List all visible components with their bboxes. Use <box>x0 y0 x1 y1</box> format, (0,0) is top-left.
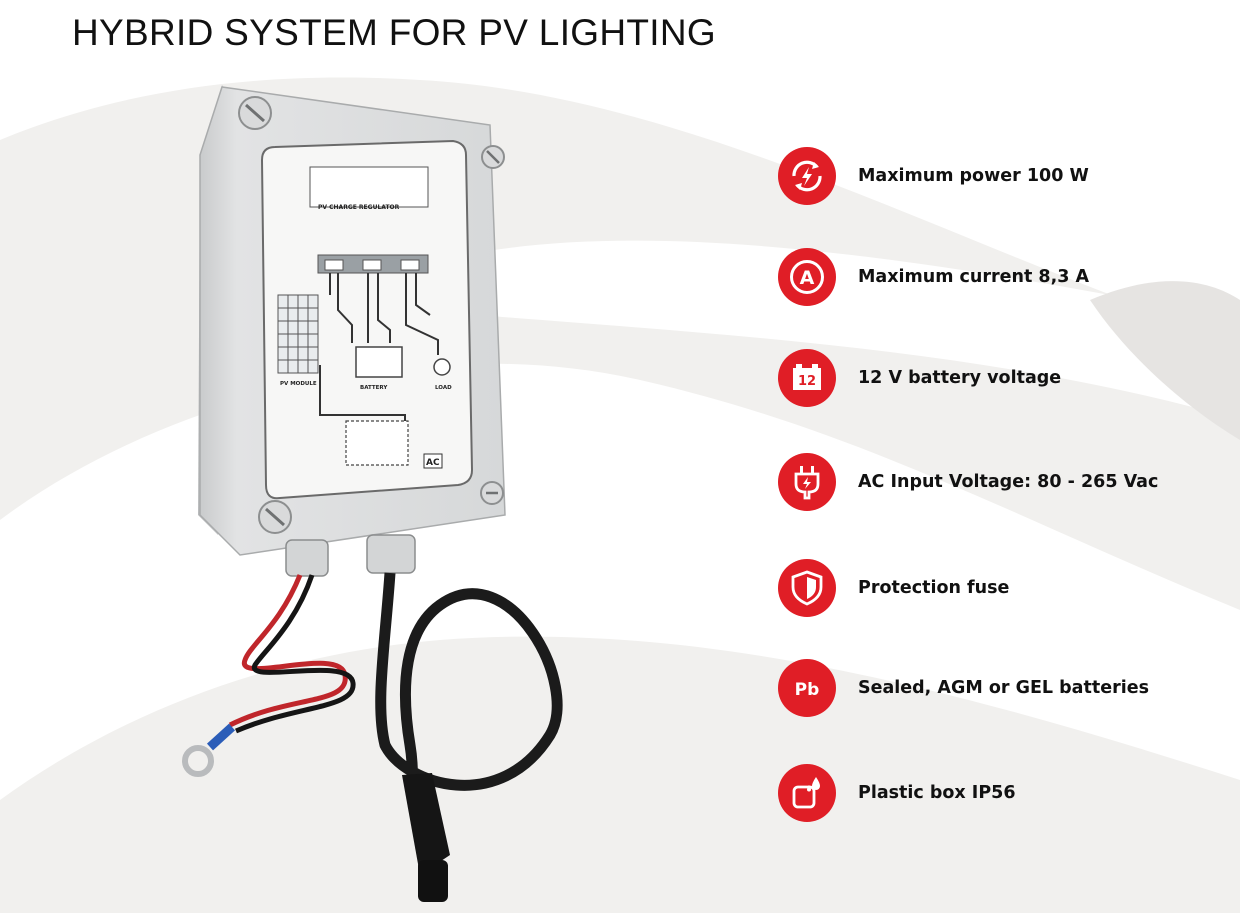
current-a-text: A <box>800 267 815 289</box>
feature-label: Maximum current 8,3 A <box>858 267 1090 287</box>
feature-label: Sealed, AGM or GEL batteries <box>858 678 1149 698</box>
page-title: HYBRID SYSTEM FOR PV LIGHTING <box>72 12 716 53</box>
feature-max-power: Maximum power 100 W <box>778 145 1218 207</box>
feature-protection-fuse: Protection fuse <box>778 557 1218 619</box>
feature-label: 12 V battery voltage <box>858 368 1062 388</box>
load-label: LOAD <box>435 385 452 391</box>
battery-icon: 12 <box>778 349 836 407</box>
feature-label: AC Input Voltage: 80 - 265 Vac <box>858 472 1159 492</box>
feature-battery-voltage: 12 12 V battery voltage <box>778 347 1218 409</box>
feature-label: Maximum power 100 W <box>858 166 1089 186</box>
current-a-icon: A <box>778 248 836 306</box>
plug-icon <box>778 453 836 511</box>
feature-ac-input: AC Input Voltage: 80 - 265 Vac <box>778 451 1218 513</box>
battery-label: BATTERY <box>360 385 388 391</box>
water-box-icon <box>778 764 836 822</box>
panel-heading: PV CHARGE REGULATOR <box>318 204 400 211</box>
shield-icon <box>778 559 836 617</box>
power-cycle-icon <box>778 147 836 205</box>
pv-module-label: PV MODULE <box>280 381 317 387</box>
feature-batteries: Pb Sealed, AGM or GEL batteries <box>778 657 1218 719</box>
lead-pb-icon: Pb <box>778 659 836 717</box>
battery-text: 12 <box>798 374 816 389</box>
ac-label: AC <box>426 458 440 468</box>
feature-label: Plastic box IP56 <box>858 783 1016 803</box>
pb-text: Pb <box>795 680 820 700</box>
feature-max-current: A Maximum current 8,3 A <box>778 246 1218 308</box>
feature-label: Protection fuse <box>858 578 1010 598</box>
product-image: PV CHARGE REGULATOR PV MODULE BATTERY LO… <box>182 85 563 902</box>
feature-plastic-box: Plastic box IP56 <box>778 762 1218 824</box>
